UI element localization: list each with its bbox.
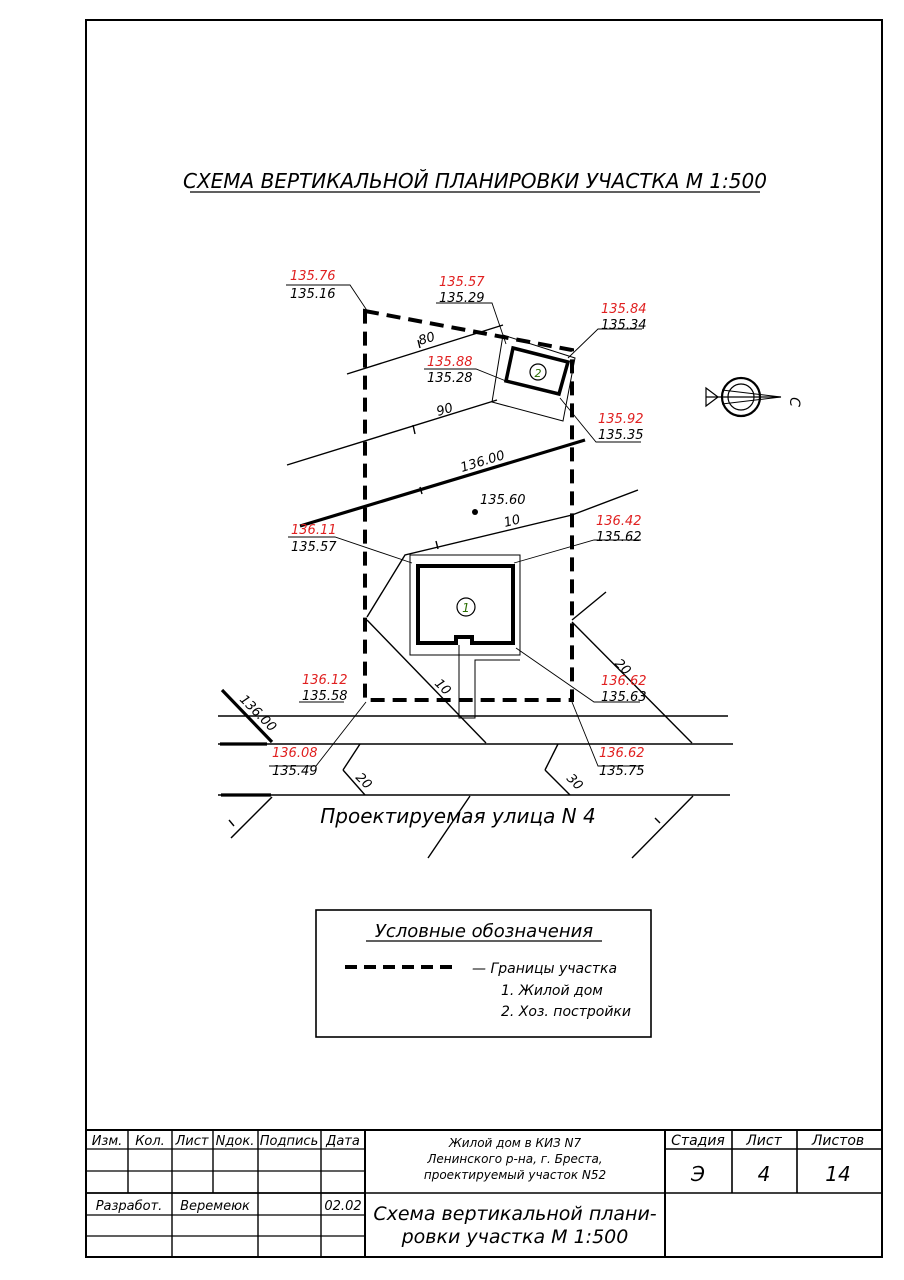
contour-136-street	[220, 688, 274, 744]
callout-leaders	[269, 284, 643, 767]
elev-11-design: 136.62	[599, 746, 645, 761]
elev-10-existing: 135.49	[272, 764, 318, 779]
elev-5-design: 135.92	[598, 412, 644, 427]
project-line-1: Жилой дом в КИЗ N7	[448, 1136, 582, 1150]
outbuilding-outline	[503, 345, 571, 397]
elev-9-design: 136.62	[601, 674, 647, 689]
elev-4-existing: 135.28	[427, 371, 473, 386]
elev-11-existing: 135.75	[599, 764, 645, 779]
north-arrow: С	[705, 376, 802, 418]
elev-8-existing: 135.58	[302, 689, 348, 704]
developed-date: 02.02	[324, 1199, 361, 1214]
stage-value: Э	[690, 1162, 705, 1186]
contour-label-10: 10	[502, 512, 522, 531]
contour-136	[299, 438, 586, 528]
stamp-header-sheet: Лист	[175, 1134, 209, 1149]
stage-label: Стадия	[671, 1133, 725, 1149]
legend-item-boundary: — Границы участка	[472, 961, 617, 977]
street-label: Проектируемая улица N 4	[320, 804, 595, 828]
sheet-value: 4	[758, 1162, 771, 1186]
contour-20	[571, 621, 693, 744]
elev-8-design: 136.12	[302, 673, 348, 688]
house-outline	[416, 564, 515, 645]
developed-label: Разработ.	[96, 1199, 163, 1214]
elev-6-design: 136.11	[291, 523, 337, 538]
outbuilding-number: 2	[535, 367, 542, 380]
stamp-header-qty: Кол.	[135, 1134, 165, 1149]
house-number: 1	[462, 601, 470, 615]
elev-6-existing: 135.57	[291, 540, 337, 555]
legend: Условные обозначения — Границы участка 1…	[315, 909, 652, 1038]
contour-80	[346, 324, 504, 375]
elev-7-design: 136.42	[596, 514, 642, 529]
project-line-2: Ленинского р-на, г. Бреста,	[426, 1152, 602, 1166]
stamp-header-doc: Nдок.	[216, 1134, 255, 1149]
elev-2-design: 135.57	[439, 275, 485, 290]
elev-1-existing: 135.16	[290, 287, 336, 302]
elev-9-existing: 135.63	[601, 690, 647, 705]
stamp-header-date: Дата	[325, 1134, 360, 1149]
sheets-label: Листов	[811, 1133, 864, 1149]
drawing-title-line-1: Схема вертикальной плани-	[373, 1203, 656, 1225]
sheet-frame	[85, 19, 883, 1258]
contour-label-90: 90	[435, 401, 455, 420]
elev-3-existing: 135.34	[601, 318, 647, 333]
street: Проектируемая улица N 4	[218, 688, 733, 859]
contour-label-10-bottom: 10	[431, 676, 453, 698]
house: 1	[409, 554, 521, 719]
contour-10-bottom	[366, 619, 487, 744]
developer-name: Веремеюк	[180, 1199, 250, 1214]
north-label: С	[786, 397, 802, 407]
legend-title: Условные обозначения	[375, 921, 593, 942]
elev-3-design: 135.84	[601, 302, 647, 317]
contour-label-30-street: 30	[563, 771, 585, 793]
spot-elevation-point	[472, 509, 478, 515]
contour-90	[286, 399, 498, 466]
contour-label-20-street: 20	[352, 770, 374, 792]
elev-2-existing: 135.29	[439, 291, 485, 306]
outbuilding-marker	[529, 363, 547, 381]
outbuilding: 2	[491, 334, 576, 422]
drawing-title: СХЕМА ВЕРТИКАЛЬНОЙ ПЛАНИРОВКИ УЧАСТКА М …	[183, 169, 767, 193]
drawing-title-line-2: ровки участка М 1:500	[401, 1226, 629, 1248]
legend-item-house: 1. Жилой дом	[501, 983, 603, 999]
title-block: Изм. Кол. Лист Nдок. Подпись Дата Жилой …	[86, 1129, 882, 1257]
entrance-path	[458, 645, 520, 719]
sheet-label: Лист	[745, 1133, 782, 1149]
elev-4-design: 135.88	[427, 355, 473, 370]
outbuilding-pad	[491, 334, 576, 422]
contour-lines	[286, 324, 693, 744]
project-line-3: проектируемый участок N52	[424, 1168, 606, 1182]
elev-10-design: 136.08	[272, 746, 318, 761]
house-marker	[456, 597, 476, 617]
sheets-value: 14	[825, 1162, 850, 1186]
stamp-header-signature: Подпись	[260, 1134, 318, 1149]
spot-elevation-label: 135.60	[480, 493, 526, 508]
elev-5-existing: 135.35	[598, 428, 644, 443]
contour-label-80: 80	[417, 330, 437, 349]
house-pad	[409, 554, 521, 656]
elev-1-design: 135.76	[290, 269, 336, 284]
contour-20-stub	[571, 591, 607, 621]
stamp-header-change: Изм.	[92, 1134, 123, 1149]
legend-item-outbuildings: 2. Хоз. постройки	[501, 1004, 631, 1020]
elev-7-existing: 135.62	[596, 530, 642, 545]
legend-box	[315, 909, 652, 1038]
contour-10	[366, 489, 639, 618]
elevation-callouts: 135.76 135.16 135.57 135.29 135.84 135.3…	[272, 269, 647, 779]
